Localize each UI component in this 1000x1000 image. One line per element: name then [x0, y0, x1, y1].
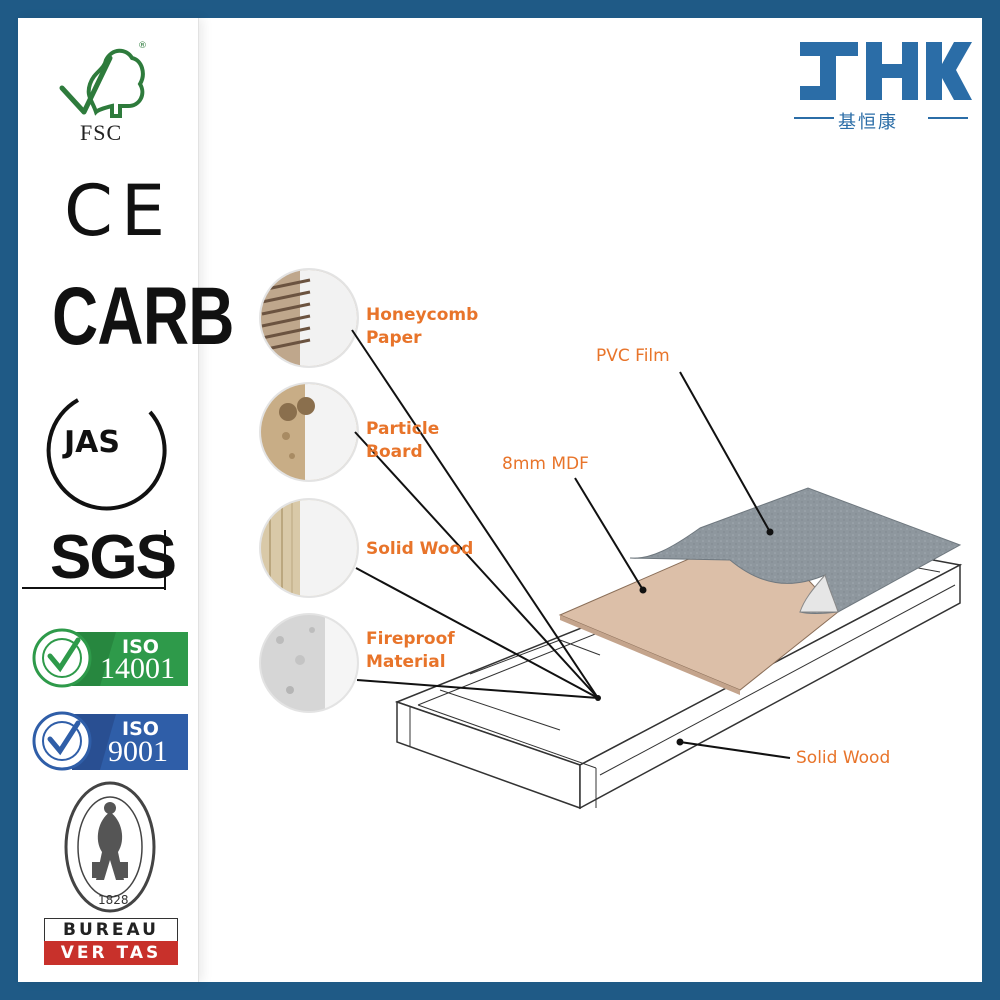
brand-chinese-name: 基恒康 — [838, 112, 898, 133]
callout-line1: Honeycomb — [366, 305, 479, 325]
callout-line1: Solid Wood — [366, 539, 474, 559]
carb-label: CARB — [52, 271, 234, 362]
leader-dots — [595, 528, 774, 746]
callout-line2: Material — [366, 652, 446, 672]
callout-solid-wood: Solid Wood — [366, 538, 473, 561]
bv-veritas-label: VER TAS — [44, 941, 178, 965]
label-mdf: 8mm MDF — [502, 454, 589, 474]
fsc-label: FSC — [80, 120, 123, 145]
ce-mark: CE — [64, 170, 174, 252]
honeycomb-paper-swatch — [259, 268, 359, 368]
iso14001-seal-icon — [32, 628, 188, 688]
iso9001-number: 9001 — [108, 735, 168, 768]
callout-line1: Particle — [366, 419, 440, 439]
iso9001-label: ISO — [122, 718, 159, 740]
callout-line1: Fireproof — [366, 629, 455, 649]
pvc-film-layer — [629, 487, 962, 614]
callout-line2: Paper — [366, 328, 422, 348]
iso14001-number: 14001 — [100, 652, 175, 685]
label-pvc-film: PVC Film — [596, 346, 670, 366]
solid-wood-swatch — [259, 498, 359, 598]
bv-year: 1828 — [98, 893, 129, 907]
label-solid-wood-frame: Solid Wood — [796, 748, 891, 768]
particle-board-swatch — [259, 382, 359, 482]
jas-ring-icon — [46, 398, 167, 511]
bureau-veritas-seal-icon — [64, 781, 156, 913]
svg-text:®: ® — [138, 41, 147, 51]
callout-line2: Board — [366, 442, 423, 462]
callout-honeycomb-paper: Honeycomb Paper — [366, 304, 478, 350]
callout-particle-board: Particle Board — [366, 418, 439, 464]
iso14001-label: ISO — [122, 636, 159, 658]
leader-lines — [351, 329, 791, 759]
bv-bureau-label: BUREAU — [44, 918, 178, 942]
jas-label: JAS — [64, 425, 120, 460]
iso9001-seal-icon — [32, 711, 188, 771]
fsc-tree-icon: ® — [59, 41, 147, 118]
jhk-logo-icon — [794, 42, 972, 119]
callout-fireproof-material: Fireproof Material — [366, 628, 455, 674]
sgs-label: SGS — [50, 523, 177, 592]
fireproof-material-swatch — [259, 613, 359, 713]
